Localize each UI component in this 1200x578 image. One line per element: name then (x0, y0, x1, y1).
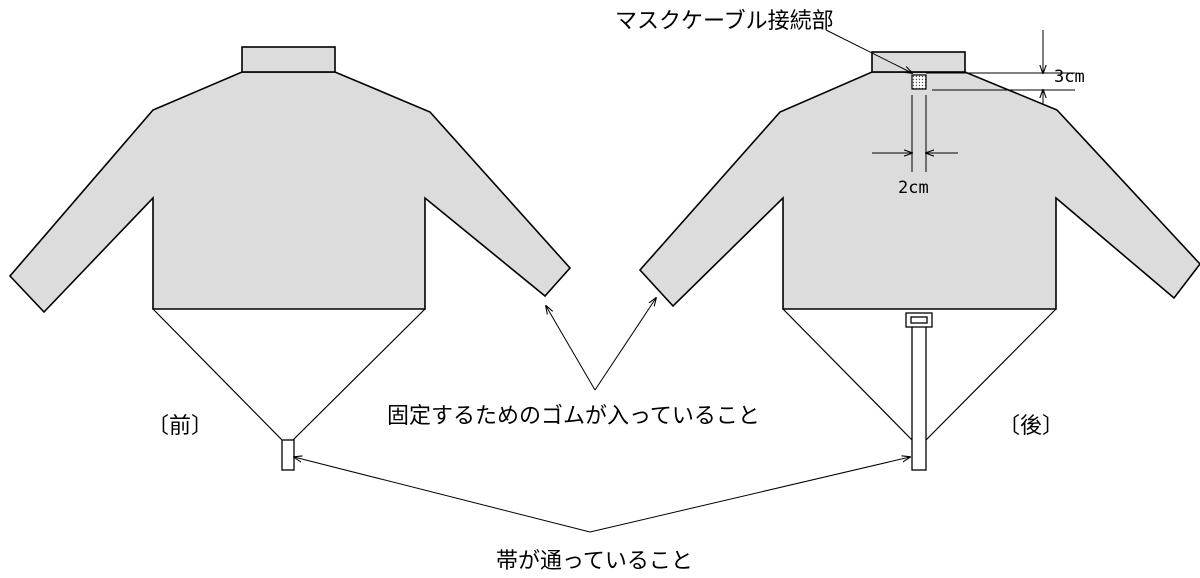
connector-label: マスクケーブル接続部 (615, 9, 834, 34)
front-skirt-left-line (152, 308, 283, 441)
front-belt-tab (281, 439, 295, 471)
elastic-arrow-back-cuff (594, 298, 656, 391)
dim-vertical-label: 3cm (1054, 67, 1085, 87)
mask-cable-connector (911, 74, 927, 90)
dimension-vertical: 3cm (926, 30, 1085, 105)
back-collar (871, 51, 966, 73)
back-label: 〔後〕 (998, 414, 1064, 439)
back-belt (911, 324, 927, 471)
back-jacket-body (638, 71, 1200, 310)
front-skirt-right-line (292, 308, 426, 441)
elastic-note: 固定するためのゴムが入っていること (387, 404, 760, 429)
front-collar (241, 46, 336, 73)
front-jacket-body (8, 71, 572, 314)
belt-note: 帯が通っていること (496, 549, 693, 574)
dim-horizontal-label: 2cm (898, 178, 929, 198)
back-skirt-left-line (782, 308, 913, 441)
connector-leader-arrow (825, 29, 912, 73)
back-garment (638, 51, 1200, 471)
front-label: 〔前〕 (147, 414, 213, 439)
belt-arrow-front (294, 457, 591, 533)
dimension-horizontal: 2cm (872, 95, 958, 198)
back-skirt-right-line (925, 308, 1057, 441)
front-garment (8, 46, 572, 471)
back-belt-buckle-slot (910, 316, 928, 324)
elastic-arrow-front-cuff (546, 306, 596, 391)
belt-arrow-back (589, 457, 910, 533)
